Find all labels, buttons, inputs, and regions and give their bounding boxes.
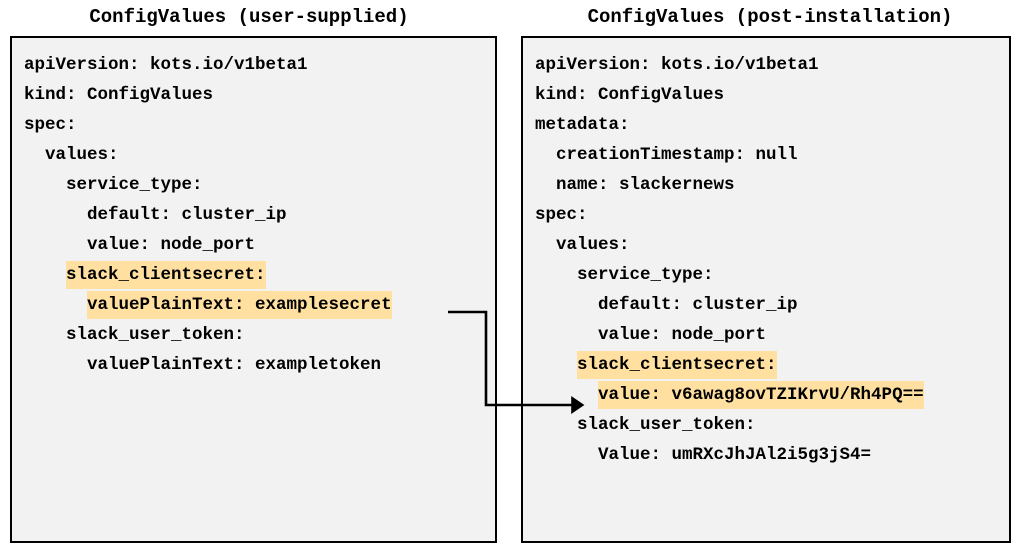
code-line: slack_user_token:	[12, 320, 495, 350]
code-text: service_type:	[66, 175, 203, 195]
code-text: Value: umRXcJhJAl2i5g3jS4=	[598, 445, 872, 465]
right-configvalues-box: apiVersion: kots.io/v1beta1 kind: ConfigV…	[521, 36, 1011, 543]
code-text: slack_user_token:	[577, 415, 756, 435]
indent-space	[24, 175, 66, 195]
code-line: service_type:	[523, 260, 1009, 290]
code-text: metadata:	[535, 115, 630, 135]
indent-space	[24, 205, 87, 225]
indent-space	[535, 445, 598, 465]
code-line: spec:	[523, 200, 1009, 230]
code-text: default: cluster_ip	[87, 205, 287, 225]
code-line: slack_user_token:	[523, 410, 1009, 440]
code-line: creationTimestamp: null	[523, 140, 1009, 170]
indent-space	[535, 415, 577, 435]
code-text: name: slackernews	[556, 175, 735, 195]
code-text: values:	[556, 235, 630, 255]
right-code-lines: apiVersion: kots.io/v1beta1 kind: ConfigV…	[523, 50, 1009, 470]
code-text-highlighted: slack_clientsecret:	[577, 351, 777, 379]
code-line: slack_clientsecret:	[523, 350, 1009, 380]
code-line: values:	[523, 230, 1009, 260]
code-line: valuePlainText: examplesecret	[12, 290, 495, 320]
indent-space	[24, 355, 87, 375]
code-text: values:	[45, 145, 119, 165]
left-code-lines: apiVersion: kots.io/v1beta1 kind: ConfigV…	[12, 50, 495, 380]
code-text-highlighted: valuePlainText: examplesecret	[87, 291, 392, 319]
indent-space	[535, 265, 577, 285]
code-line: default: cluster_ip	[523, 290, 1009, 320]
code-text: valuePlainText: exampletoken	[87, 355, 382, 375]
code-line: default: cluster_ip	[12, 200, 495, 230]
code-text: spec:	[535, 205, 588, 225]
code-line: apiVersion: kots.io/v1beta1	[12, 50, 495, 80]
code-line: values:	[12, 140, 495, 170]
code-text: kind: ConfigValues	[24, 85, 214, 105]
code-text: value: node_port	[598, 325, 767, 345]
indent-space	[535, 355, 577, 375]
code-text: spec:	[24, 115, 77, 135]
code-text: value: node_port	[87, 235, 256, 255]
indent-space	[24, 145, 45, 165]
indent-space	[535, 385, 598, 405]
indent-space	[24, 235, 87, 255]
code-line: kind: ConfigValues	[523, 80, 1009, 110]
code-line: apiVersion: kots.io/v1beta1	[523, 50, 1009, 80]
code-line: service_type:	[12, 170, 495, 200]
indent-space	[24, 265, 66, 285]
code-line: value: node_port	[12, 230, 495, 260]
indent-space	[535, 295, 598, 315]
code-text-highlighted: value: v6awag8ovTZIKrvU/Rh4PQ==	[598, 381, 924, 409]
code-line: kind: ConfigValues	[12, 80, 495, 110]
code-line: value: v6awag8ovTZIKrvU/Rh4PQ==	[523, 380, 1009, 410]
code-text: kind: ConfigValues	[535, 85, 725, 105]
code-text: slack_user_token:	[66, 325, 245, 345]
code-text: apiVersion: kots.io/v1beta1	[535, 55, 819, 75]
indent-space	[24, 325, 66, 345]
code-line: Value: umRXcJhJAl2i5g3jS4=	[523, 440, 1009, 470]
code-line: slack_clientsecret:	[12, 260, 495, 290]
left-panel-title: ConfigValues (user-supplied)	[89, 6, 409, 28]
code-line: spec:	[12, 110, 495, 140]
indent-space	[535, 235, 556, 255]
code-line: name: slackernews	[523, 170, 1009, 200]
indent-space	[535, 175, 556, 195]
code-text-highlighted: slack_clientsecret:	[66, 261, 266, 289]
right-panel-title: ConfigValues (post-installation)	[587, 6, 953, 28]
code-line: valuePlainText: exampletoken	[12, 350, 495, 380]
code-text: creationTimestamp: null	[556, 145, 798, 165]
indent-space	[535, 325, 598, 345]
code-text: service_type:	[577, 265, 714, 285]
indent-space	[24, 295, 87, 315]
code-line: metadata:	[523, 110, 1009, 140]
code-line: value: node_port	[523, 320, 1009, 350]
code-text: default: cluster_ip	[598, 295, 798, 315]
left-configvalues-box: apiVersion: kots.io/v1beta1 kind: ConfigV…	[10, 36, 497, 543]
code-text: apiVersion: kots.io/v1beta1	[24, 55, 308, 75]
indent-space	[535, 145, 556, 165]
